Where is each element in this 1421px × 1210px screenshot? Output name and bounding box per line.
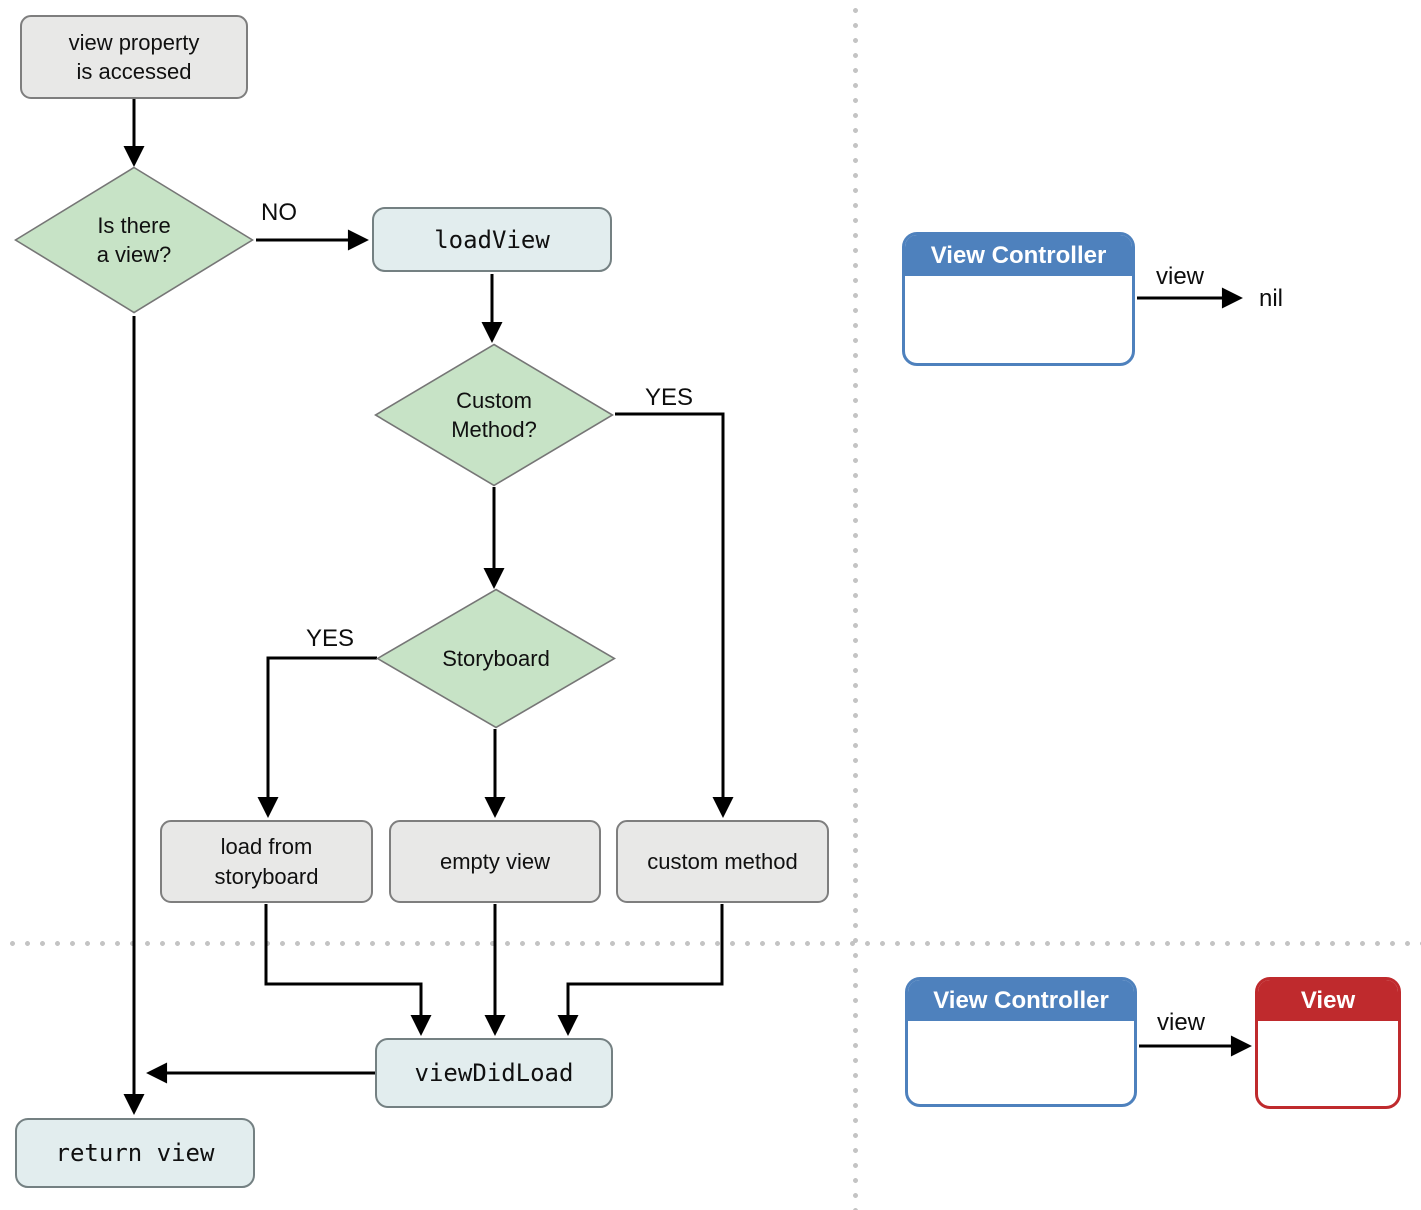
view-controller-box-view: View Controller xyxy=(905,977,1137,1107)
diamond-shape xyxy=(376,588,616,729)
view-title: View xyxy=(1258,980,1398,1021)
view-controller-title: View Controller xyxy=(905,235,1132,276)
edge-label-no: NO xyxy=(261,199,297,226)
node-return-view: return view xyxy=(15,1118,255,1188)
view-controller-box-nil: View Controller xyxy=(902,232,1135,366)
node-loadview: loadView xyxy=(372,207,612,272)
node-load-from-storyboard: load from storyboard xyxy=(160,820,373,903)
view-arrow-label-top: view xyxy=(1155,263,1205,290)
decision-storyboard: Storyboard xyxy=(376,588,616,729)
decision-is-there-a-view: Is there a view? xyxy=(14,166,254,314)
view-arrow-label-bottom: view xyxy=(1156,1009,1206,1036)
horizontal-dotted-divider xyxy=(0,941,1421,946)
diamond-shape xyxy=(14,166,254,314)
node-empty-view: empty view xyxy=(389,820,601,903)
vertical-dotted-divider xyxy=(853,0,858,1210)
decision-label: Is there a view? xyxy=(96,212,172,267)
decision-label: Storyboard xyxy=(442,645,550,671)
view-box: View xyxy=(1255,977,1401,1109)
node-custom-method: custom method xyxy=(616,820,829,903)
edge-label-yes-storyboard: YES xyxy=(305,625,355,652)
decision-custom-method: Custom Method? xyxy=(374,343,614,487)
edge-label-yes-custom: YES xyxy=(644,384,694,411)
view-controller-title: View Controller xyxy=(908,980,1134,1021)
node-viewdidload: viewDidLoad xyxy=(375,1038,613,1108)
decision-label: Custom Method? xyxy=(451,387,537,442)
node-view-property-accessed: view property is accessed xyxy=(20,15,248,99)
nil-label: nil xyxy=(1258,285,1284,312)
diamond-shape xyxy=(374,343,614,487)
